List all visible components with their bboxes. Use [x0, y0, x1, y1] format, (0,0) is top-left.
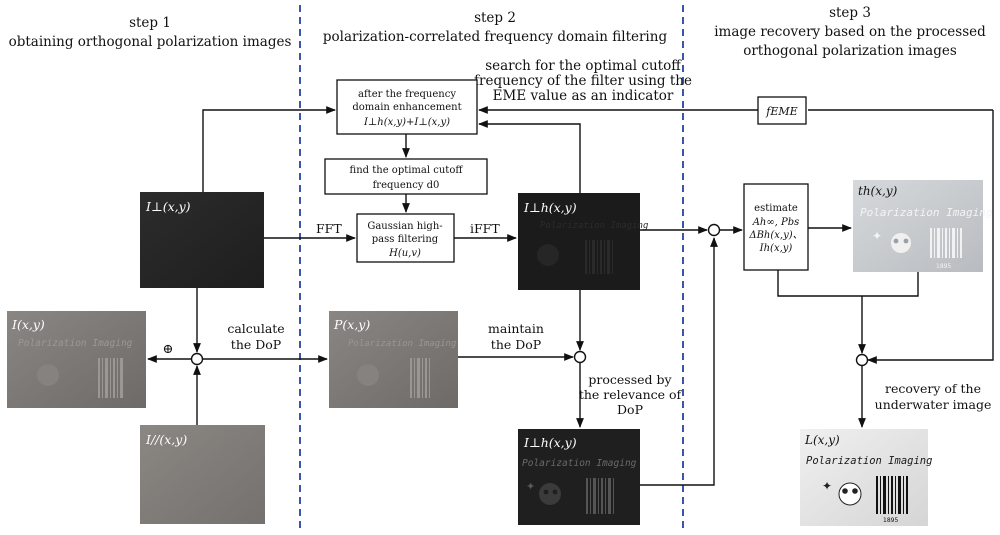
- cutoff-box: find the optimal cutoff frequency d0: [324, 158, 488, 195]
- image-i-perp-h-processed-label: I⊥h(x,y): [523, 435, 577, 450]
- step1-subtitle: obtaining orthogonal polarization images: [9, 34, 292, 50]
- image-i-perp-h-processed: I⊥h(x,y) Polarization Imaging ✦: [518, 429, 640, 525]
- cutoff-box-line1: find the optimal cutoff: [350, 165, 464, 176]
- junction-recovery: [855, 353, 869, 367]
- label-fft: FFT: [316, 221, 342, 236]
- label-recovery-line2: underwater image: [875, 397, 992, 412]
- junction-step2: [573, 350, 587, 364]
- estimate-box-line1: estimate: [754, 203, 798, 214]
- label-recovery-line1: recovery of the: [885, 381, 981, 396]
- image-l-output-label: L(x,y): [804, 433, 840, 447]
- search-note-line3: EME value as an indicator: [493, 88, 674, 104]
- junction-step1: [190, 352, 204, 366]
- estimate-box: estimate Ah∞, Pbs ΔBh(x,y)、 Ih(x,y): [743, 183, 809, 271]
- image-t-h-label: th(x,y): [858, 184, 898, 198]
- image-l-output-caption: Polarization Imaging: [806, 455, 932, 467]
- enhancement-box-line2: domain enhancement: [352, 102, 461, 113]
- label-calculate-line1: calculate: [227, 321, 284, 336]
- gaussian-box-line1: Gaussian high-: [367, 221, 442, 232]
- label-processed-line1: processed by: [588, 372, 672, 387]
- step3-subtitle: image recovery based on the processed: [714, 24, 986, 40]
- image-i-perp-h-caption: Polarization Imaging: [540, 221, 649, 231]
- gaussian-box-line2: pass filtering: [372, 234, 439, 245]
- arrow-processed-to-junction: [640, 237, 718, 486]
- arrow-iperph-to-enhancement: [478, 120, 581, 193]
- estimate-box-line4: Ih(x,y): [759, 243, 793, 254]
- image-i-perp-h-label: I⊥h(x,y): [523, 200, 577, 215]
- search-note-line1: search for the optimal cutoff: [485, 58, 682, 74]
- image-t-h: th(x,y) Polarization Imaging ✦ 1895: [853, 180, 993, 272]
- estimate-box-line3: ΔBh(x,y)、: [748, 230, 802, 241]
- oplus-symbol: ⊕: [163, 342, 174, 357]
- arrow-iperp-to-enhancement: [202, 106, 336, 192]
- enhancement-box-line3: I⊥h(x,y)+I⊥(x,y): [363, 117, 450, 128]
- image-p-dop-label: P(x,y): [333, 317, 370, 332]
- image-p-dop: P(x,y) Polarization Imaging: [329, 311, 458, 408]
- step1-title: step 1: [129, 15, 171, 31]
- label-processed-line2: the relevance of: [579, 387, 683, 402]
- cutoff-box-line2: frequency d0: [373, 180, 440, 191]
- image-p-dop-caption: Polarization Imaging: [348, 339, 457, 349]
- line-estimate-th-loop: [777, 270, 919, 297]
- gaussian-box: Gaussian high- pass filtering H(u,v): [356, 213, 455, 263]
- step3-subtitle-line2: orthogonal polarization images: [743, 43, 957, 59]
- image-i-perp-h: I⊥h(x,y) Polarization Imaging: [518, 193, 649, 290]
- image-i-perp-h-processed-caption: Polarization Imaging: [522, 458, 637, 469]
- image-t-h-barcode-number: 1895: [936, 263, 951, 270]
- image-l-output: L(x,y) Polarization Imaging ✦ 1895: [800, 429, 932, 526]
- image-l-output-barcode-number: 1895: [883, 517, 898, 524]
- label-maintain-line1: maintain: [488, 321, 544, 336]
- svg-text:✦: ✦: [526, 480, 535, 493]
- step2-title: step 2: [474, 10, 516, 26]
- feme-box: fEME: [757, 96, 807, 125]
- estimate-box-line2: Ah∞, Pbs: [752, 217, 800, 228]
- svg-text:✦: ✦: [822, 479, 832, 493]
- image-t-h-caption: Polarization Imaging: [860, 206, 993, 219]
- enhancement-box: after the frequency domain enhancement I…: [336, 79, 478, 135]
- svg-text:✦: ✦: [872, 229, 882, 243]
- step2-subtitle: polarization-correlated frequency domain…: [323, 29, 668, 45]
- arrow-feedback-right: [867, 110, 994, 364]
- gaussian-box-line3: H(u,v): [388, 248, 421, 259]
- feme-box-label: fEME: [765, 105, 797, 118]
- image-i-perp: I⊥(x,y): [140, 192, 264, 288]
- image-i-total-label: I(x,y): [11, 317, 45, 332]
- junction-step3: [707, 223, 721, 237]
- label-processed-line3: DoP: [617, 402, 643, 417]
- image-i-total: I(x,y) Polarization Imaging: [7, 311, 146, 408]
- enhancement-box-line1: after the frequency: [358, 89, 456, 100]
- image-i-total-caption: Polarization Imaging: [18, 338, 133, 349]
- image-i-perp-label: I⊥(x,y): [145, 199, 191, 214]
- label-maintain-line2: the DoP: [491, 337, 541, 352]
- image-i-parallel-label: I//(x,y): [145, 432, 187, 447]
- label-ifft: iFFT: [470, 221, 500, 236]
- step3-title: step 3: [829, 5, 871, 21]
- search-note-line2: frequency of the filter using the: [474, 73, 692, 89]
- image-i-parallel: I//(x,y): [140, 425, 265, 524]
- label-calculate-line2: the DoP: [231, 337, 281, 352]
